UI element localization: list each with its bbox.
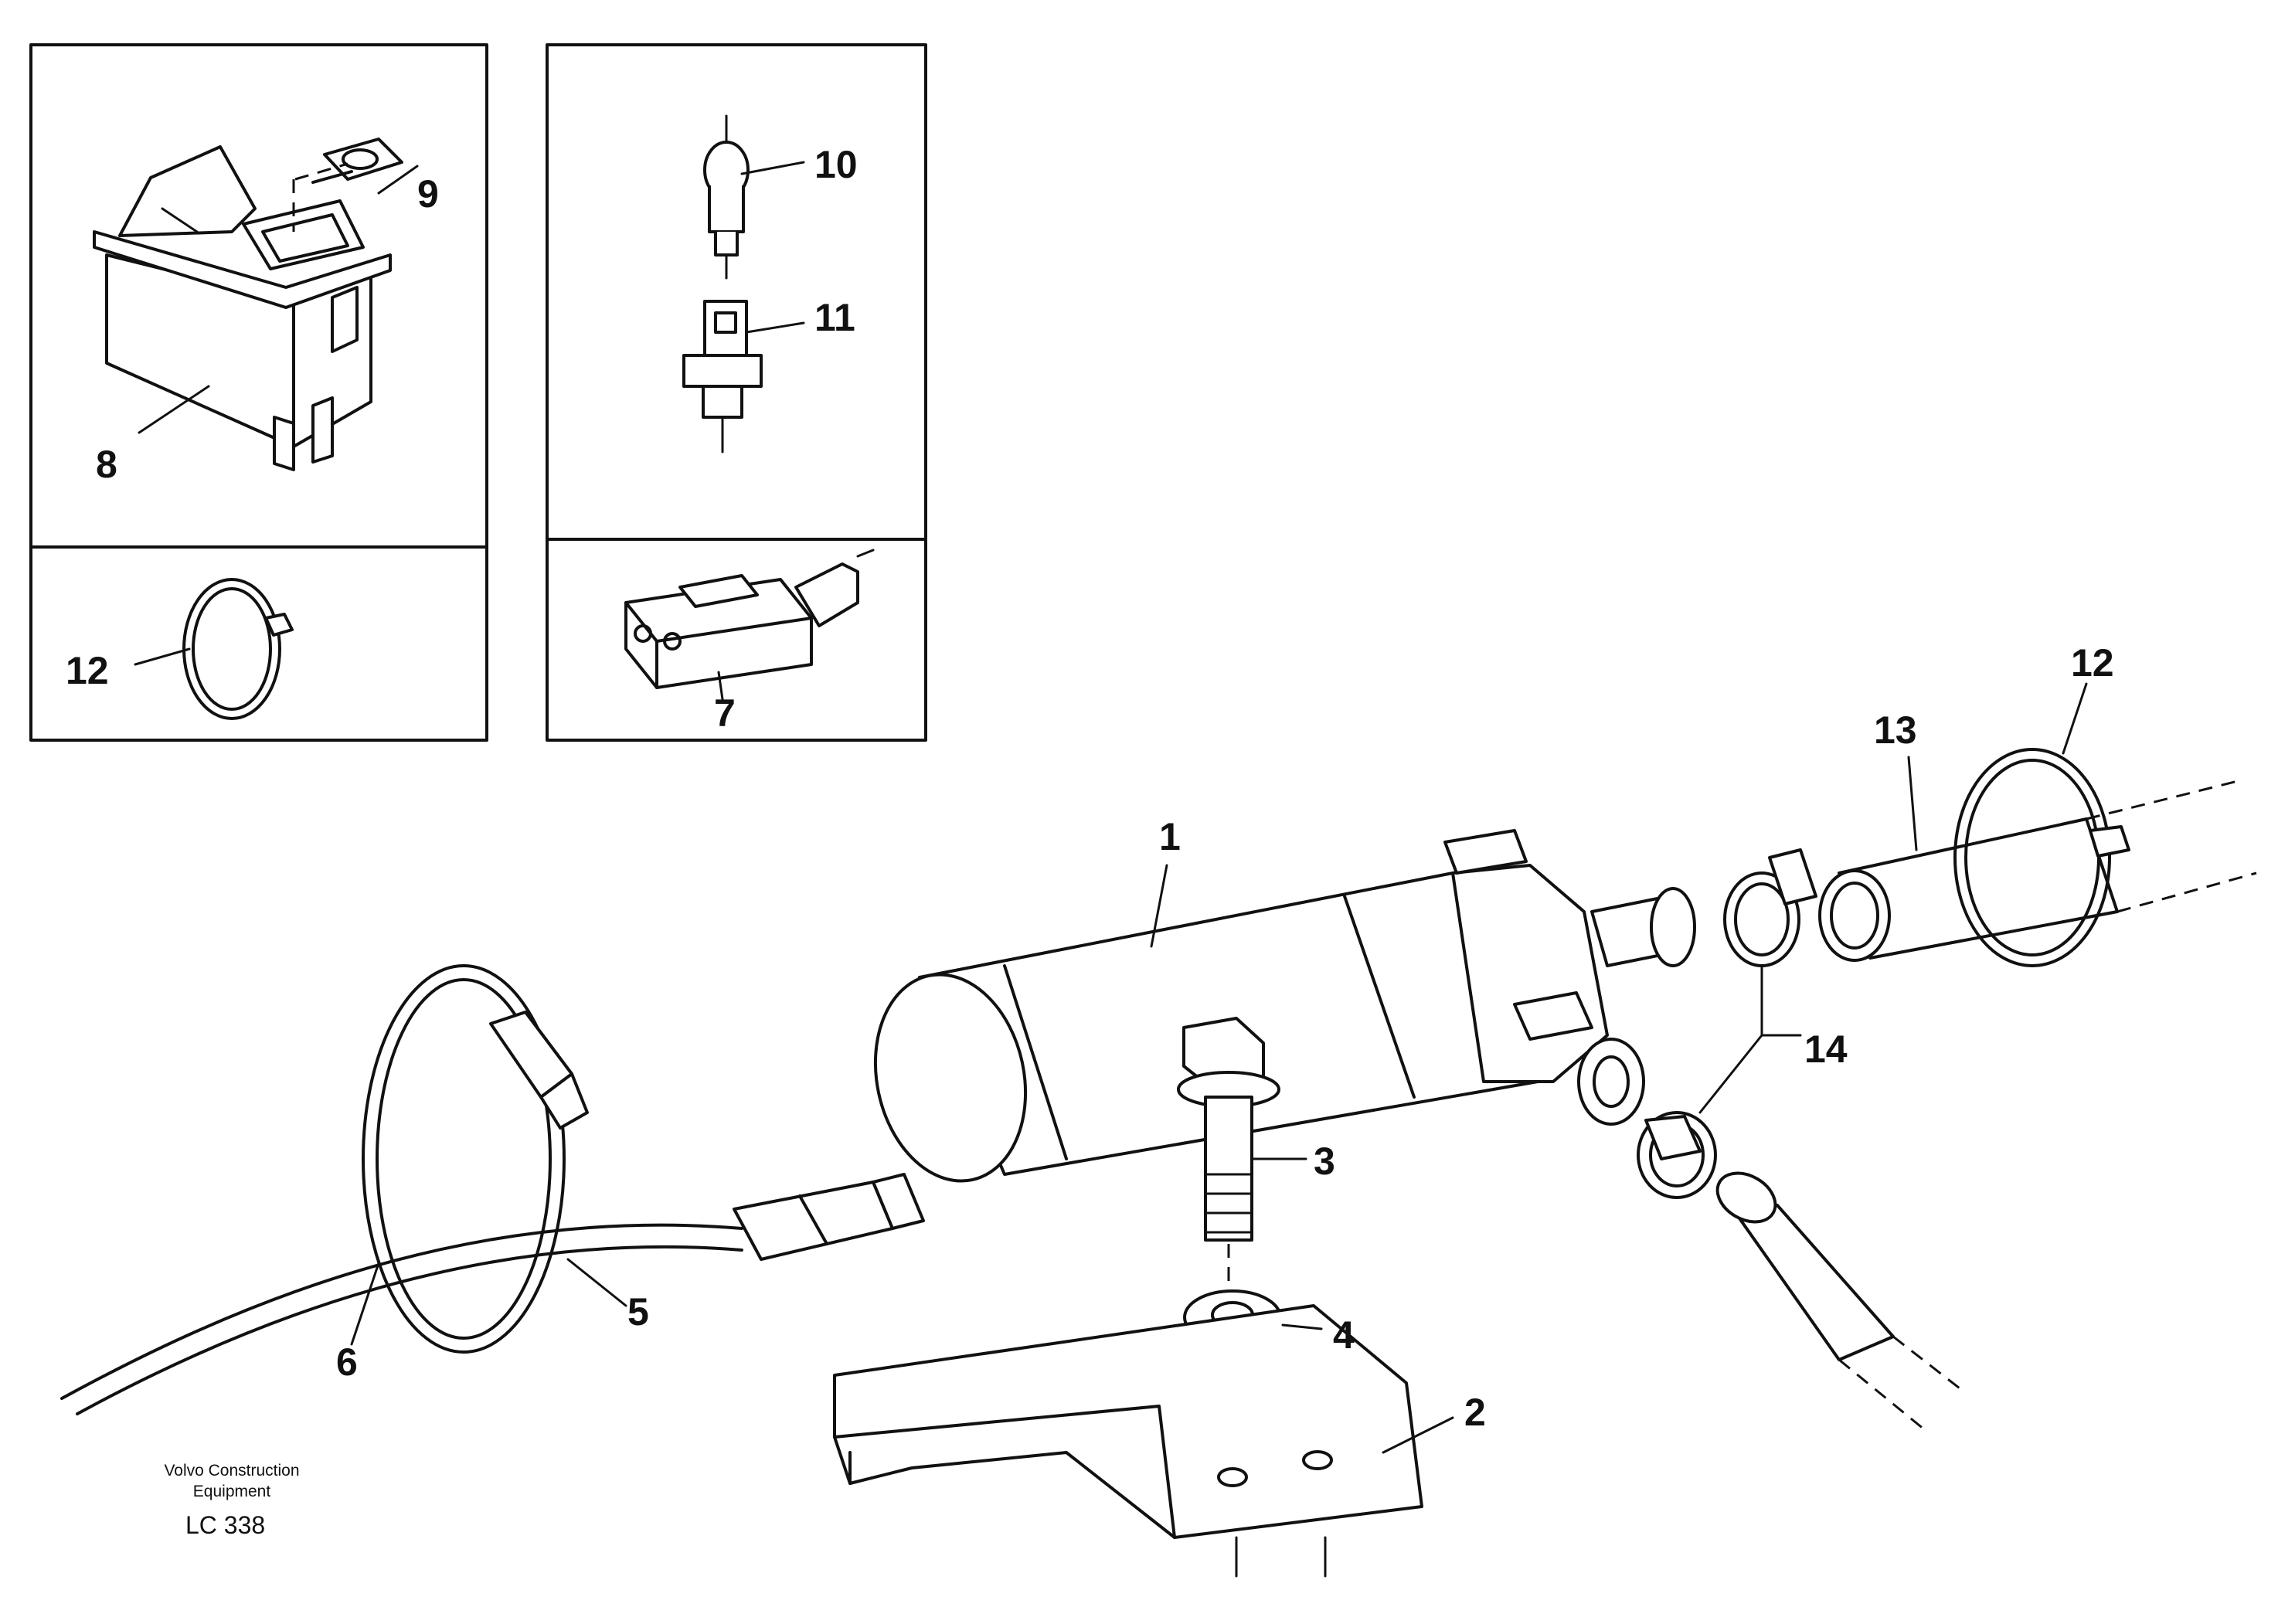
connector-part [624, 549, 875, 689]
callout-12-inset: 12 [66, 649, 109, 692]
small-hose-clamp-part [1637, 848, 1817, 1199]
inset-panel-bulb [546, 43, 927, 742]
rocker-switch-part [93, 145, 392, 471]
lens-cap-part [292, 138, 403, 232]
hose-clip-part [1953, 748, 2130, 967]
callout-3: 3 [1314, 1140, 1335, 1183]
drawing-code: LC 338 [185, 1511, 265, 1539]
bolt-part [1177, 1017, 1280, 1298]
callout-8: 8 [96, 443, 117, 486]
lower-hose-part [1715, 1171, 1964, 1431]
callout-12: 12 [2071, 641, 2114, 685]
fuel-pump-assembly [60, 748, 2257, 1578]
leader-lines [134, 161, 2088, 1454]
hose-clip-part-inset [182, 578, 294, 720]
callout-4: 4 [1333, 1313, 1355, 1357]
brand-line-2: Equipment [193, 1483, 271, 1500]
hose-part [1818, 779, 2257, 962]
callout-5: 5 [627, 1290, 649, 1334]
cable-part [60, 1223, 743, 1400]
callout-13: 13 [1874, 708, 1917, 752]
callout-1: 1 [1159, 815, 1181, 858]
callout-11: 11 [814, 296, 855, 339]
fuel-pump-part [873, 829, 1696, 1183]
callout-7: 7 [714, 691, 736, 735]
bulb-holder-part [682, 300, 763, 454]
bracket-part [833, 1304, 1423, 1578]
large-hose-clamp-part [362, 964, 589, 1354]
callout-2: 2 [1464, 1391, 1486, 1434]
brand-line-1: Volvo Construction [164, 1462, 299, 1480]
callout-9: 9 [417, 172, 439, 216]
bulb-part [703, 114, 750, 280]
callout-10: 10 [814, 143, 858, 186]
inset-panel-switch [29, 43, 488, 742]
callout-6: 6 [336, 1340, 358, 1384]
callout-14: 14 [1804, 1028, 1848, 1071]
